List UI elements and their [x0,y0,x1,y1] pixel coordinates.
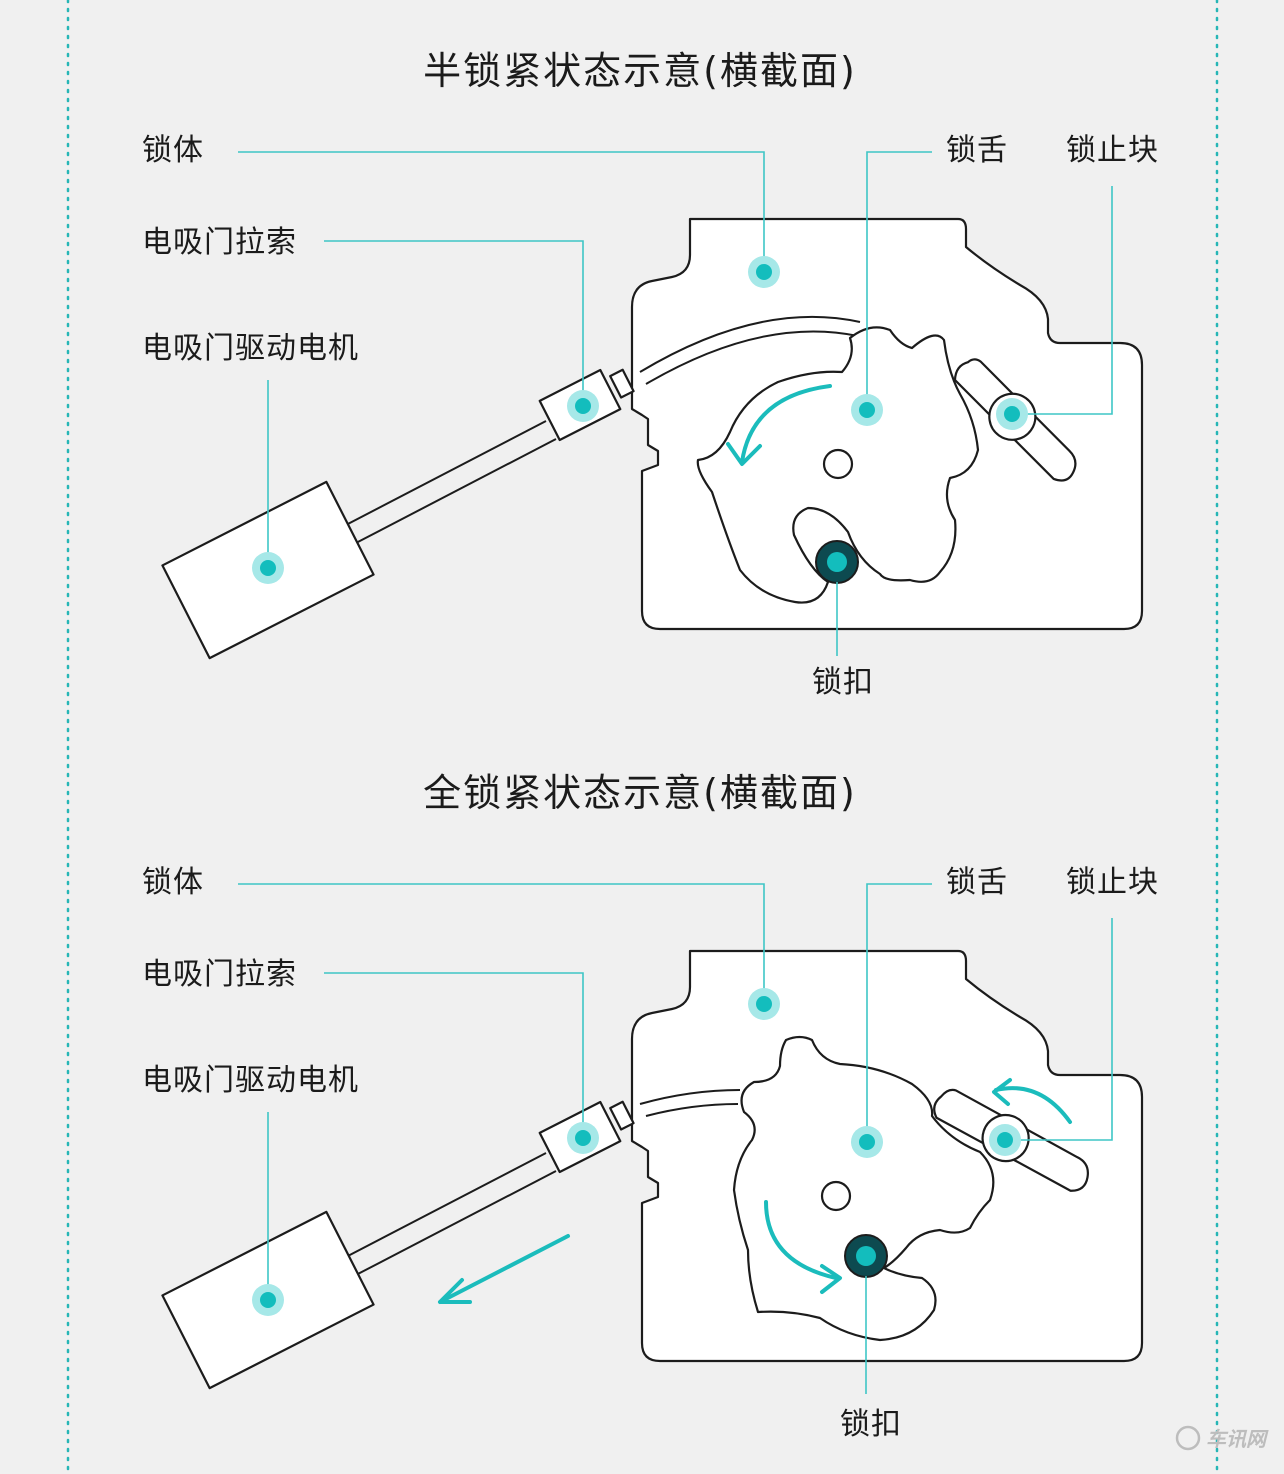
label-striker: 锁扣 [840,1407,902,1442]
striker [844,1234,888,1278]
label-latch-tongue: 锁舌 [946,865,1008,900]
marker-dots [252,256,1028,584]
label-motor: 电吸门驱动电机 [142,331,359,366]
cable-wire [639,1089,741,1117]
half-locked-panel: 半锁紧状态示意(横截面) [142,49,1159,700]
leader-lines [238,883,1113,1394]
label-cable: 电吸门拉索 [142,957,297,992]
stop-rotation-arrow-head [992,1078,1012,1106]
latch-rotation-arrow-head [820,1264,842,1294]
cable-wire [639,315,861,385]
label-motor: 电吸门驱动电机 [142,1063,359,1098]
label-stop-block: 锁止块 [1066,865,1159,900]
panel-title: 半锁紧状态示意(横截面) [423,49,857,93]
cable-rod [343,420,557,545]
watermark-logo-icon [1175,1425,1201,1451]
leader-lines [238,151,1113,656]
label-striker: 锁扣 [812,665,874,700]
stop-rotation-arrow [994,1086,1072,1124]
pull-arrow-head [438,1278,472,1304]
latch-rotation-arrow [764,1200,838,1280]
label-lock-body: 锁体 [142,865,204,900]
latch-pivot [820,1180,852,1212]
marker-dots [252,988,1021,1316]
latch-pivot [822,448,854,480]
label-lock-body: 锁体 [142,133,204,168]
label-latch-tongue: 锁舌 [946,133,1008,168]
label-stop-block: 锁止块 [1066,133,1159,168]
fully-locked-panel: 全锁紧状态示意(横截面) [142,771,1159,1442]
rotation-arrow [740,384,832,464]
label-cable: 电吸门拉索 [142,225,297,260]
panel-title: 全锁紧状态示意(横截面) [423,771,857,815]
cable-rod [343,1152,557,1277]
striker [815,540,859,584]
watermark-text: 车讯网 [1206,1427,1269,1451]
pull-arrow [438,1234,570,1304]
rotation-arrow-head [726,442,762,466]
watermark: 车讯网 [1175,1425,1269,1451]
